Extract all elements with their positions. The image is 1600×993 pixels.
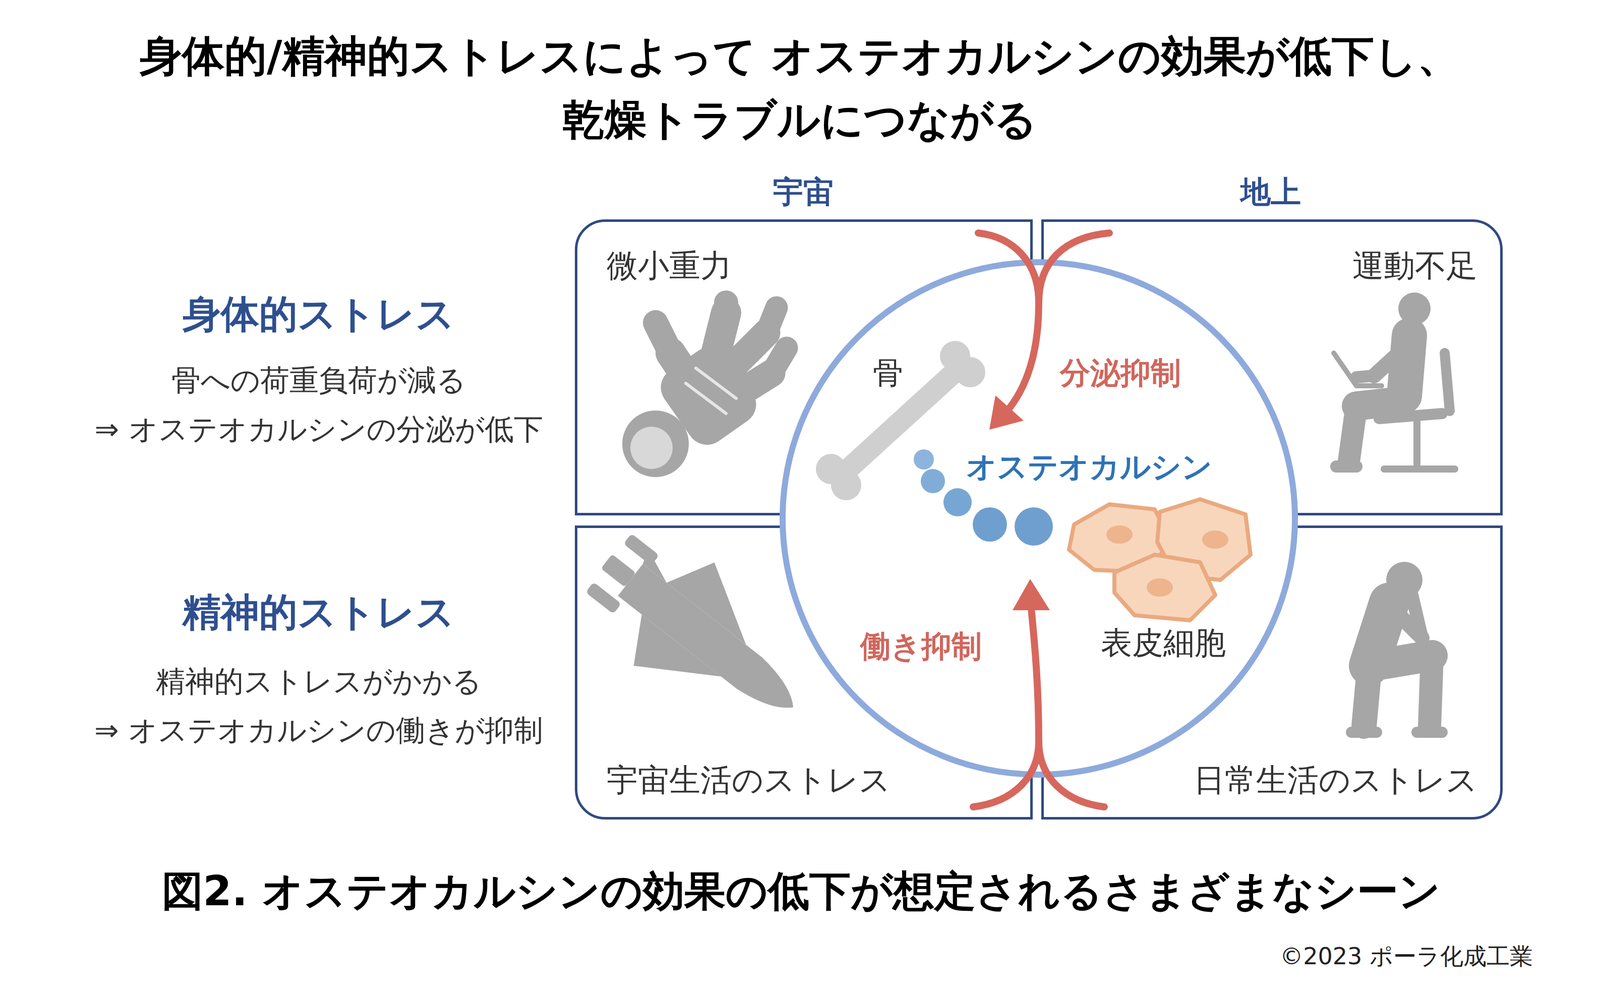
row-text: ⇒ オステオカルシンの分泌が低下 [94, 411, 543, 448]
skin-circle: 骨オステオカルシン表皮細胞 [778, 258, 1299, 779]
astronaut-figure [622, 302, 787, 478]
arrow-label: 働き抑制 [860, 627, 982, 665]
caption: 図2. オステオカルシンの効果の低下が想定されるさまざまなシーン [161, 866, 1442, 916]
copyright: ©2023 ポーラ化成工業 [1279, 942, 1533, 971]
node-text: オステオカルシン [966, 448, 1213, 485]
crouching-person-figure [1351, 561, 1443, 733]
row-heading: 身体的ストレス [182, 290, 455, 337]
node-text: 微小重力 [606, 247, 732, 285]
circle-outline [778, 258, 1299, 779]
osteocalcin-dots [913, 449, 1053, 546]
row-heading: 精神的ストレス [182, 588, 455, 635]
row-text: 骨への荷重負荷が減る [171, 363, 466, 399]
space-shuttle-figure [566, 509, 834, 759]
bone-icon [815, 340, 986, 501]
title: 身体的/精神的ストレスによって オステオカルシンの効果が低下し、乾燥トラブルにつ… [43, 24, 1557, 152]
node-text: 表皮細胞 [1100, 624, 1226, 662]
column-heading: 地上 [1240, 173, 1301, 210]
seated-person-figure [1333, 292, 1455, 469]
epidermal-cells [1069, 499, 1251, 621]
row-text: 精神的ストレスがかかる [155, 664, 482, 700]
arrow-heads [989, 395, 1050, 611]
arrow-label: 分泌抑制 [1059, 354, 1181, 391]
column-heading: 宇宙 [773, 173, 834, 210]
node-text: 骨 [872, 354, 904, 391]
circle-shape [782, 262, 1295, 775]
row-text: ⇒ オステオカルシンの働きが抑制 [94, 713, 544, 749]
inhibition-arrows [973, 232, 1110, 807]
node-text: 日常生活のストレス [1193, 761, 1478, 799]
node-text: 宇宙生活のストレス [606, 761, 891, 799]
node-text: 運動不足 [1352, 247, 1478, 285]
